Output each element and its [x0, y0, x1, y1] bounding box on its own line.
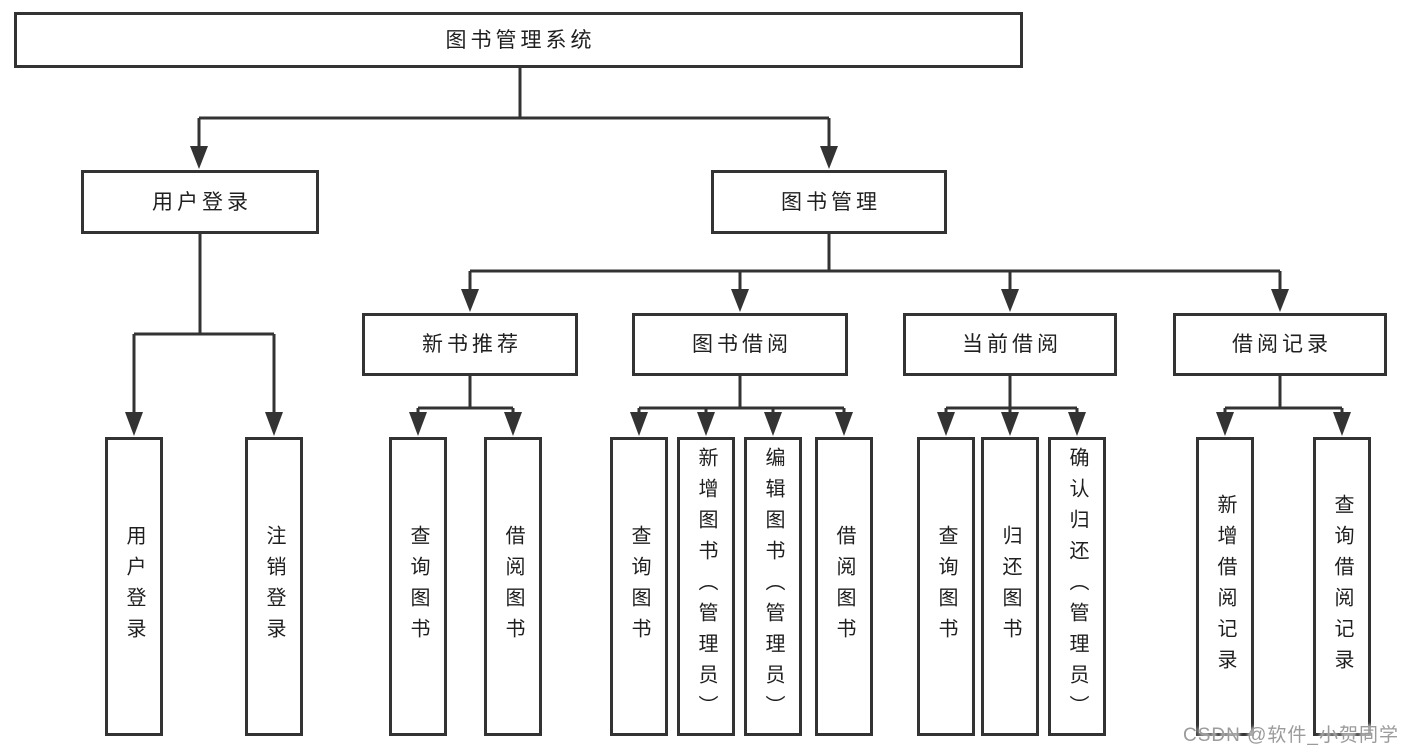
node-new-book-recommend: 新书推荐 — [362, 313, 578, 376]
leaf-query-books: 查询图书 — [389, 437, 447, 736]
arrowheads — [125, 146, 1351, 436]
node-borrow-records: 借阅记录 — [1173, 313, 1387, 376]
leaf-query-books-label: 查询图书 — [935, 524, 957, 649]
node-book-management-label: 图书管理 — [781, 190, 881, 214]
node-root-label: 图书管理系统 — [445, 28, 596, 52]
leaf-user-login-label: 用户登录 — [123, 524, 145, 649]
leaf-add-books-admin: 新增图书（管理员） — [677, 437, 735, 736]
connector-current-to-leaves — [944, 376, 1079, 414]
leaf-add-borrow-record-label: 新增借阅记录 — [1214, 493, 1236, 680]
leaf-return-books-label: 归还图书 — [999, 524, 1021, 649]
leaf-user-login: 用户登录 — [105, 437, 163, 736]
leaf-add-books-admin-label: 新增图书（管理员） — [695, 447, 717, 726]
connector-bookmgmt-to-level3 — [468, 234, 1282, 290]
leaf-query-books: 查询图书 — [610, 437, 668, 736]
leaf-borrow-books: 借阅图书 — [815, 437, 873, 736]
leaf-query-borrow-record: 查询借阅记录 — [1313, 437, 1371, 736]
leaf-add-borrow-record: 新增借阅记录 — [1196, 437, 1254, 736]
connector-records-to-leaves — [1223, 376, 1344, 414]
leaf-borrow-books-label: 借阅图书 — [502, 524, 524, 649]
node-book-borrowing-label: 图书借阅 — [692, 333, 792, 356]
node-user-login-label: 用户登录 — [152, 190, 252, 214]
connector-root-to-level2 — [197, 68, 831, 147]
leaf-confirm-return-admin-label: 确认归还（管理员） — [1066, 447, 1088, 726]
node-user-login: 用户登录 — [81, 170, 319, 234]
node-current-borrowing: 当前借阅 — [903, 313, 1117, 376]
connector-newbook-to-leaves — [416, 376, 515, 414]
node-book-borrowing: 图书借阅 — [632, 313, 848, 376]
leaf-borrow-books: 借阅图书 — [484, 437, 542, 736]
leaf-query-books-label: 查询图书 — [628, 524, 650, 649]
leaf-query-borrow-record-label: 查询借阅记录 — [1331, 493, 1353, 680]
leaf-return-books: 归还图书 — [981, 437, 1039, 736]
leaf-confirm-return-admin: 确认归还（管理员） — [1048, 437, 1106, 736]
connector-borrowing-to-leaves — [637, 376, 846, 414]
connector-userlogin-to-leaves — [132, 234, 276, 413]
leaf-logout-login: 注销登录 — [245, 437, 303, 736]
csdn-watermark: CSDN @软件_小贺同学 — [1183, 725, 1399, 746]
leaf-query-books-label: 查询图书 — [407, 524, 429, 649]
node-new-book-recommend-label: 新书推荐 — [422, 333, 522, 356]
node-current-borrowing-label: 当前借阅 — [962, 333, 1062, 356]
leaf-borrow-books-label: 借阅图书 — [833, 524, 855, 649]
node-book-management: 图书管理 — [711, 170, 947, 234]
leaf-logout-login-label: 注销登录 — [263, 524, 285, 649]
leaf-edit-books-admin-label: 编辑图书（管理员） — [762, 447, 784, 726]
leaf-edit-books-admin: 编辑图书（管理员） — [744, 437, 802, 736]
node-borrow-records-label: 借阅记录 — [1232, 333, 1332, 356]
leaf-query-books: 查询图书 — [917, 437, 975, 736]
node-root-system: 图书管理系统 — [14, 12, 1023, 68]
